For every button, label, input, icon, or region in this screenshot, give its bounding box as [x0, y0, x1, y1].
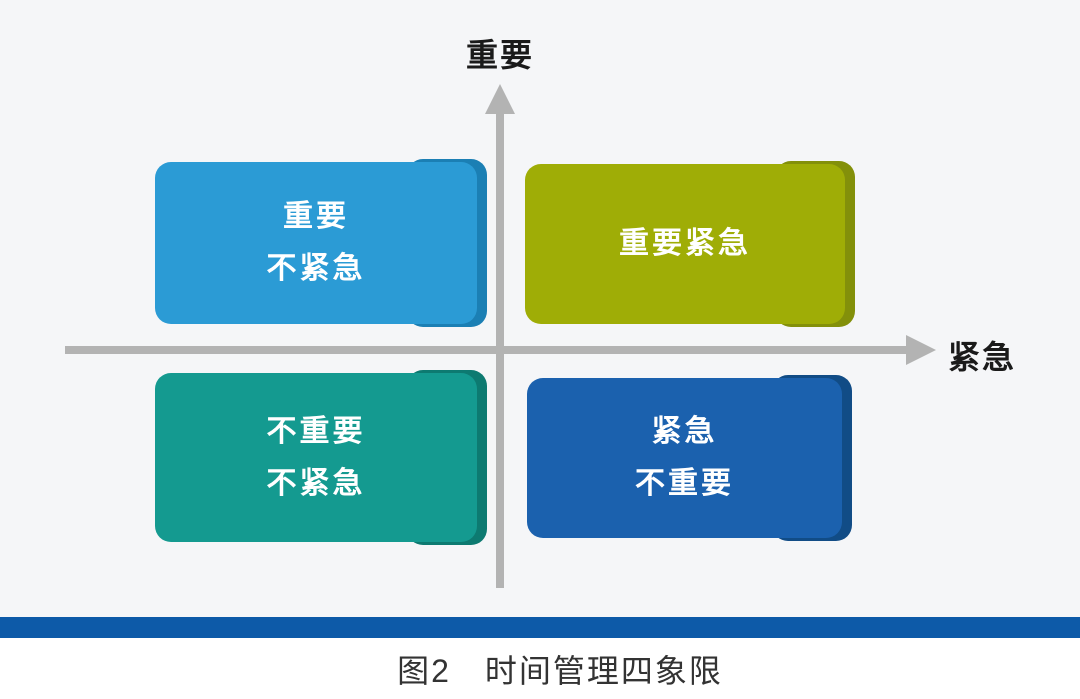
quadrant-label-line: 重要紧急: [619, 227, 751, 260]
quadrant-label-line: 不紧急: [266, 466, 366, 500]
right-arrow-icon: [906, 335, 936, 365]
quadrant-urgent-not-important: 紧急 不重要: [527, 375, 852, 541]
quadrant-label-line: 紧急: [651, 415, 718, 448]
quadrant-important-not-urgent: 重要 不紧急: [155, 159, 487, 327]
y-axis-label: 重要: [465, 37, 534, 73]
figure-caption: 图2 时间管理四象限: [397, 652, 723, 689]
quadrant-important-urgent: 重要紧急: [525, 161, 855, 327]
card-face: 重要紧急: [525, 164, 845, 324]
card-face: 不重要 不紧急: [155, 373, 477, 542]
quadrant-not-important-not-urgent: 不重要 不紧急: [155, 370, 487, 545]
quadrant-label-line: 不重要: [266, 414, 366, 448]
x-axis-label: 紧急: [948, 339, 1017, 375]
quadrant-label-line: 不重要: [635, 467, 734, 500]
card-face: 重要 不紧急: [155, 162, 477, 324]
quadrant-label-line: 不紧急: [266, 252, 366, 285]
caption-area: 图2 时间管理四象限: [0, 638, 1080, 699]
card-face: 紧急 不重要: [527, 378, 842, 538]
quadrant-label-line: 重要: [283, 200, 349, 233]
horizontal-axis-line: [65, 346, 910, 354]
divider-bar: [0, 617, 1080, 638]
